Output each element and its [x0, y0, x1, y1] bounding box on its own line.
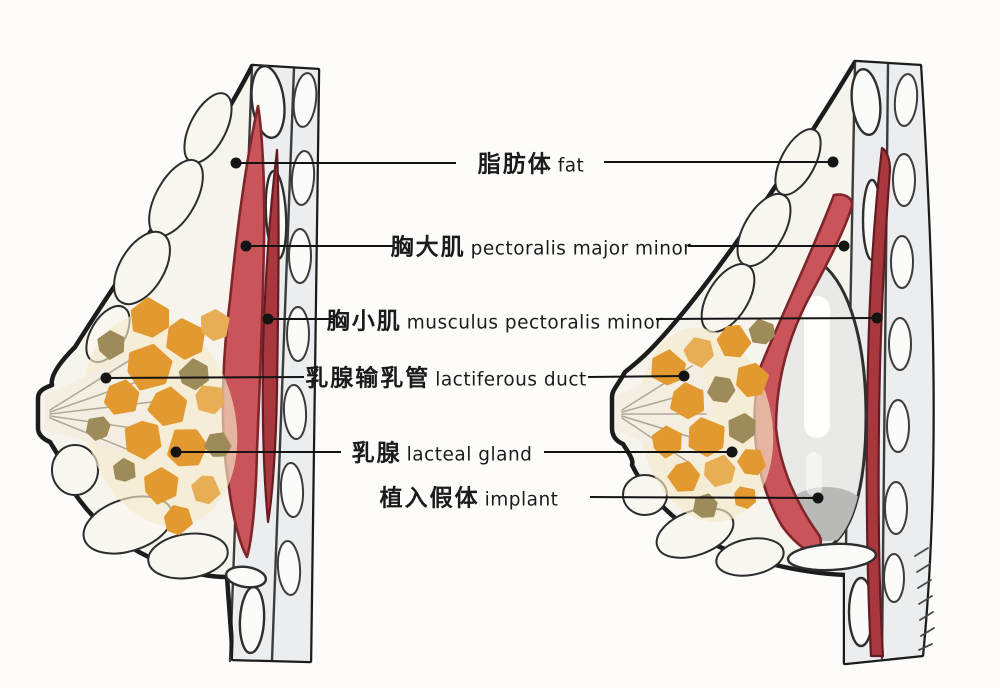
callout-dot-pec-major-right	[838, 240, 850, 252]
callouts	[100, 156, 883, 504]
label-pectoralis-minor-zh: 胸小肌	[326, 308, 402, 335]
label-lacteal-gland-en: lacteal gland	[406, 444, 533, 466]
right-edge-hatching	[914, 547, 935, 651]
callout-dot-duct-right	[678, 370, 690, 382]
right-ribs	[883, 73, 919, 603]
callout-dot-pec-major-left	[240, 240, 252, 252]
callout-dot-duct-left	[100, 372, 112, 384]
callout-line-duct-right	[587, 375, 685, 378]
implant-highlight	[804, 296, 830, 438]
callout-dot-fat-right	[827, 156, 839, 168]
callout-dot-fat-left	[230, 157, 242, 169]
label-pectoralis-major-en: pectoralis major minor	[470, 238, 692, 260]
callout-line-implant	[589, 496, 819, 499]
callout-dot-pec-minor-left	[262, 313, 274, 325]
left-fold-bone	[224, 565, 268, 589]
callout-dot-pec-minor-right	[871, 312, 883, 324]
left-chest-divider	[270, 66, 296, 662]
right-fold-bone	[786, 542, 878, 572]
left-pectoralis-minor	[261, 148, 280, 524]
figure-left-natural-breast	[35, 63, 321, 664]
label-implant-zh: 植入假体	[379, 485, 480, 512]
label-pectoralis-major-zh: 胸大肌	[390, 234, 466, 261]
left-ribs	[276, 72, 318, 596]
callout-line-duct-left	[105, 376, 305, 379]
label-pectoralis-minor-en: musculus pectoralis minor	[406, 312, 664, 334]
label-fat-zh: 脂肪体	[477, 151, 553, 178]
label-lacteal-gland-zh: 乳腺	[351, 440, 402, 467]
breast-implant	[769, 262, 868, 552]
callout-dot-gland-left	[170, 446, 182, 458]
right-fat-lobules	[622, 128, 822, 577]
callout-dot-implant	[812, 492, 824, 504]
label-fat-en: fat	[557, 155, 585, 177]
label-lactiferous-duct-zh: 乳腺输乳管	[305, 365, 431, 392]
callout-dot-gland-right	[726, 446, 738, 458]
figure-right-implant-breast	[609, 59, 935, 666]
label-implant-en: implant	[484, 489, 559, 511]
right-pectoralis-minor	[865, 146, 892, 658]
callout-line-pec-minor-right	[655, 317, 878, 320]
label-lactiferous-duct-en: lactiferous duct	[435, 369, 587, 391]
